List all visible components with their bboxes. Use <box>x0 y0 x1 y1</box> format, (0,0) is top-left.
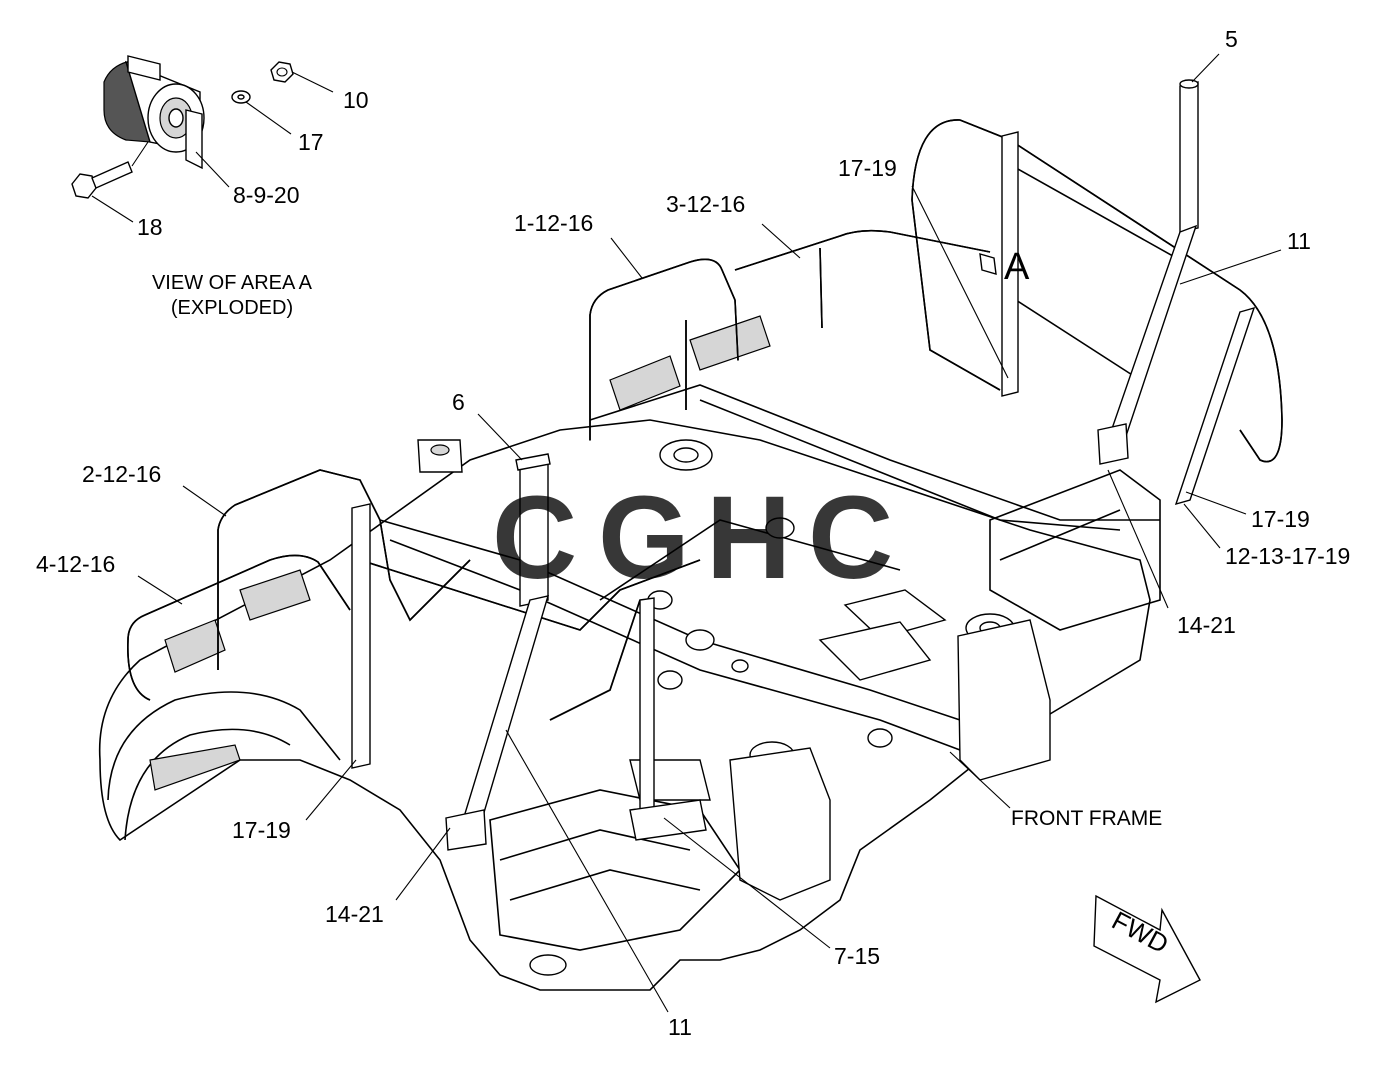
front-frame-label: FRONT FRAME <box>1011 807 1162 830</box>
callout-14-21-left: 14-21 <box>325 901 384 927</box>
leader-lines <box>137 53 1282 1013</box>
watermark-letter-1: C <box>492 472 577 604</box>
callout-labels: 5 10 17 8-9-20 18 17-19 3-12-16 1-12-16 … <box>36 26 1350 1040</box>
handrail-4 <box>127 554 351 701</box>
callout-3-12-16: 3-12-16 <box>666 191 745 217</box>
callout-4-12-16: 4-12-16 <box>36 551 115 577</box>
watermark-letter-4: C <box>808 472 893 604</box>
callout-7-15: 7-15 <box>834 943 880 969</box>
callout-17-19-top: 17-19 <box>838 155 897 181</box>
nut-part <box>270 61 294 83</box>
callout-5: 5 <box>1225 26 1238 52</box>
callout-2-12-16: 2-12-16 <box>82 461 161 487</box>
callout-6: 6 <box>452 389 465 415</box>
watermark-letter-2: G <box>598 472 690 604</box>
exploded-view-area-a <box>71 55 334 223</box>
handrail-3 <box>734 229 991 271</box>
callout-14-21-right: 14-21 <box>1177 612 1236 638</box>
callout-12-13-17-19: 12-13-17-19 <box>1225 543 1350 569</box>
callout-10: 10 <box>343 87 369 113</box>
callout-17-top: 17 <box>298 129 324 155</box>
strut-11-bottom <box>458 595 550 831</box>
handrails <box>127 119 1283 721</box>
posts-and-struts <box>351 79 1256 851</box>
mount-assembly <box>103 55 205 170</box>
callout-17-19-right: 17-19 <box>1251 506 1310 532</box>
front-frame-drawing <box>98 315 1161 991</box>
callout-8-9-20: 8-9-20 <box>233 182 299 208</box>
callout-18: 18 <box>137 214 163 240</box>
callout-17-19-left: 17-19 <box>232 817 291 843</box>
callout-11-right: 11 <box>1287 228 1311 254</box>
area-a-label: A <box>1004 246 1030 288</box>
bolt-part <box>71 161 133 199</box>
watermark: C G H C <box>492 472 893 604</box>
callout-1-12-16: 1-12-16 <box>514 210 593 236</box>
caption-line-2: (EXPLODED) <box>171 297 293 319</box>
handrail-2 <box>217 469 471 670</box>
callout-11-bottom: 11 <box>668 1014 692 1040</box>
strut-11-right <box>1104 224 1198 447</box>
forward-arrow: FWD <box>1093 894 1201 1004</box>
area-a-marker: A <box>979 246 1030 288</box>
caption-line-1: VIEW OF AREA A <box>152 272 313 294</box>
watermark-letter-3: H <box>706 472 791 604</box>
post-5 <box>1179 81 1199 233</box>
rear-hoop <box>911 119 1283 463</box>
